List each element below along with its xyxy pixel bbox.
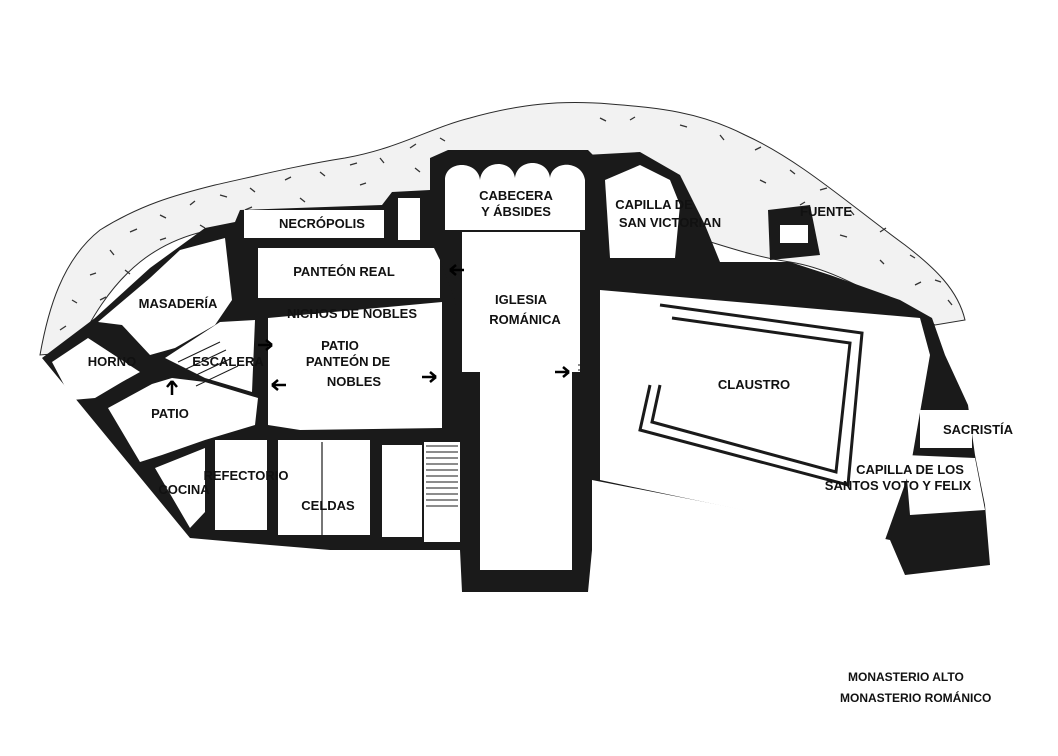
label-fuente: FUENTE xyxy=(800,204,852,219)
room-capilla-san-victorian xyxy=(605,165,680,258)
room-cocina xyxy=(155,448,205,528)
label-masaderia: MASADERÍA xyxy=(139,296,218,311)
label-cocina: COCINA xyxy=(158,482,210,497)
cloister-walk xyxy=(638,303,864,487)
label-patio-panteon-2: PANTEÓN DE xyxy=(306,354,391,369)
room-celdas xyxy=(278,440,370,535)
room-north-annex xyxy=(398,198,420,240)
escalera-steps xyxy=(177,341,239,387)
rock-texture xyxy=(59,116,953,331)
label-iglesia-1: IGLESIA xyxy=(495,292,548,307)
label-cabecera-2: Y ÁBSIDES xyxy=(481,204,551,219)
room-patio xyxy=(108,378,258,462)
label-nichos-nobles: NICHOS DE NOBLES xyxy=(287,306,417,321)
label-claustro: CLAUSTRO xyxy=(718,377,790,392)
room-cell-east xyxy=(382,445,422,537)
label-patio: PATIO xyxy=(151,406,189,421)
room-iglesia-aisle xyxy=(480,372,572,570)
label-patio-panteon-1: PATIO xyxy=(321,338,359,353)
arrow-icon xyxy=(166,264,570,395)
room-cabecera xyxy=(445,163,585,230)
caption-line-2: MONASTERIO ROMÁNICO xyxy=(840,690,991,705)
room-panteon-real xyxy=(258,248,440,298)
label-horno: HORNO xyxy=(88,354,136,369)
room-necropolis xyxy=(244,210,384,238)
room-patio-panteon-nobles xyxy=(268,302,442,430)
room-east-stair xyxy=(424,442,460,542)
label-necropolis: NECRÓPOLIS xyxy=(279,216,365,231)
label-panteon-real: PANTEÓN REAL xyxy=(293,264,395,279)
room-capilla-santos xyxy=(905,455,985,515)
room-masaderia xyxy=(98,238,232,355)
room-refectorio xyxy=(215,440,267,530)
stair-icon xyxy=(426,445,458,507)
label-escalera: ESCALERA xyxy=(192,354,264,369)
room-claustro xyxy=(600,290,930,540)
label-cabecera-1: CABECERA xyxy=(479,188,553,203)
label-patio-panteon-3: NOBLES xyxy=(327,374,382,389)
room-fuente-basin xyxy=(780,225,808,243)
label-capilla-victorian-1: CAPILLA DE xyxy=(615,197,693,212)
label-refectorio: REFECTORIO xyxy=(204,468,289,483)
room-sacristia xyxy=(920,410,972,448)
label-capilla-victorian-2: SAN VICTORIAN xyxy=(619,215,721,230)
label-capilla-santos-1: CAPILLA DE LOS xyxy=(856,462,964,477)
door-marks xyxy=(450,364,588,381)
label-celdas: CELDAS xyxy=(301,498,355,513)
label-iglesia-2: ROMÁNICA xyxy=(489,312,561,327)
room-escalera xyxy=(165,320,255,392)
label-sacristia: SACRISTÍA xyxy=(943,422,1014,437)
room-iglesia-nave xyxy=(462,232,580,372)
room-horno xyxy=(52,338,140,400)
label-capilla-santos-2: SANTOS VOTO Y FELIX xyxy=(825,478,972,493)
caption-line-1: MONASTERIO ALTO xyxy=(848,670,964,684)
